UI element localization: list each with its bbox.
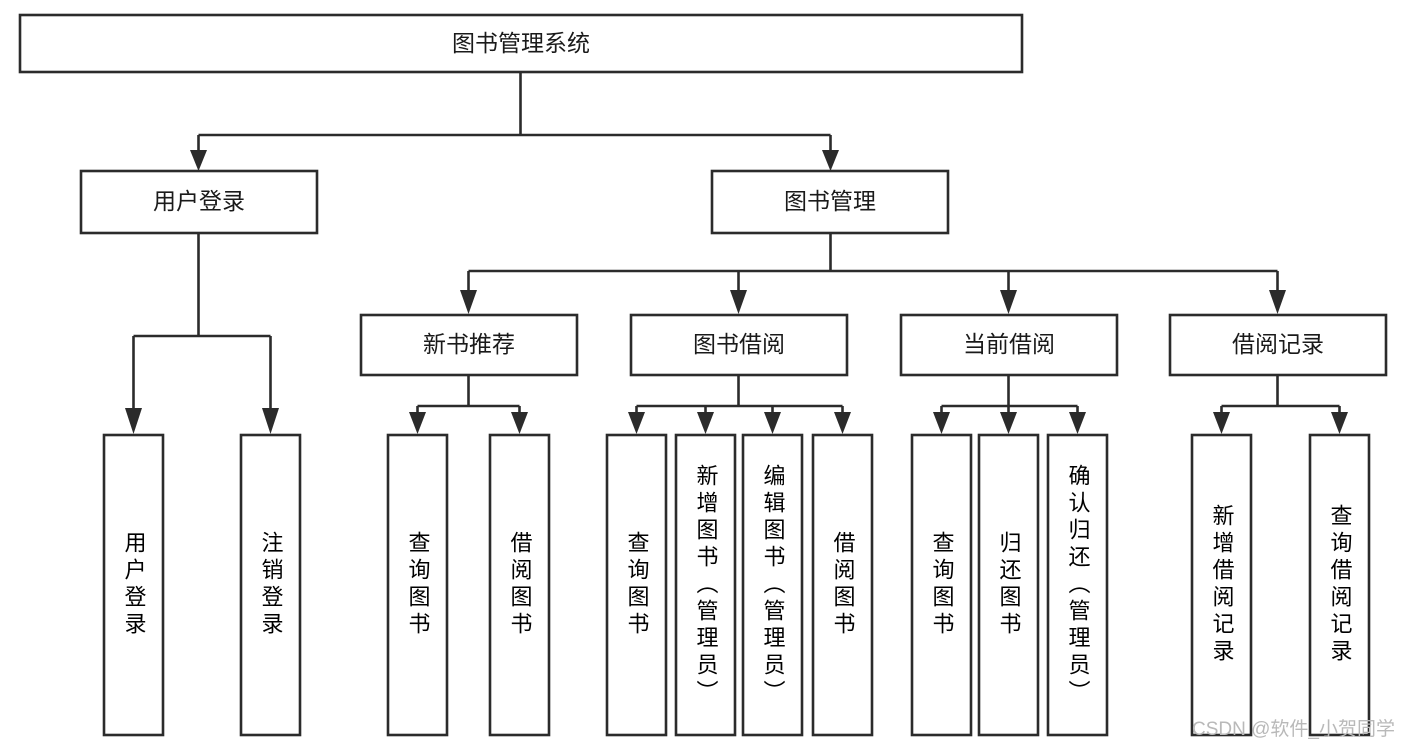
- arrow-head-leaf-borrow-book-2: [834, 412, 851, 434]
- node-current-borrow[interactable]: 当前借阅: [899, 313, 1119, 377]
- node-book-manage[interactable]: 图书管理: [710, 169, 950, 235]
- arrow-head-leaf-return-book: [1000, 412, 1017, 434]
- arrow-head-leaf-query-book-2: [628, 412, 645, 434]
- node-borrow-record-label: 借阅记录: [1232, 331, 1324, 357]
- arrow-head-book-manage: [822, 150, 839, 171]
- node-new-book-recommend-box[interactable]: [359, 313, 579, 377]
- arrow-head-new-book-recommend: [460, 290, 477, 314]
- node-leaf-user-login-box[interactable]: [102, 433, 165, 737]
- node-borrow-record[interactable]: 借阅记录: [1168, 313, 1388, 377]
- node-leaf-borrow-book-1-box[interactable]: [488, 433, 551, 737]
- node-leaf-borrow-book-2[interactable]: [811, 433, 874, 737]
- arrow-head-leaf-add-book: [697, 412, 714, 434]
- arrow-head-leaf-confirm-return: [1069, 412, 1086, 434]
- node-leaf-add-book[interactable]: [674, 433, 737, 737]
- node-leaf-query-book-1[interactable]: [386, 433, 449, 737]
- arrow-head-current-borrow: [1000, 290, 1017, 314]
- node-leaf-borrow-book-1[interactable]: [488, 433, 551, 737]
- node-leaf-query-book-2-box[interactable]: [605, 433, 668, 737]
- node-new-book-recommend-label: 新书推荐: [423, 331, 515, 357]
- node-leaf-add-record[interactable]: [1190, 433, 1253, 737]
- node-root-box[interactable]: [18, 13, 1024, 74]
- node-book-borrow-label: 图书借阅: [693, 331, 785, 357]
- node-leaf-borrow-book-2-box[interactable]: [811, 433, 874, 737]
- node-user-login[interactable]: 用户登录: [79, 169, 319, 235]
- node-leaf-user-logout-box[interactable]: [239, 433, 302, 737]
- node-borrow-record-box[interactable]: [1168, 313, 1388, 377]
- node-leaf-confirm-return[interactable]: [1046, 433, 1109, 737]
- arrow-head-user-login: [190, 150, 207, 171]
- arrow-head-leaf-query-book-1: [409, 412, 426, 434]
- node-leaf-user-logout[interactable]: [239, 433, 302, 737]
- node-leaf-edit-book[interactable]: [741, 433, 804, 737]
- node-leaf-edit-book-box[interactable]: [741, 433, 804, 737]
- arrow-head-leaf-query-record: [1331, 412, 1348, 434]
- node-leaf-query-record-box[interactable]: [1308, 433, 1371, 737]
- arrow-head-borrow-record: [1269, 290, 1286, 314]
- node-leaf-query-record[interactable]: [1308, 433, 1371, 737]
- arrow-head-leaf-user-login: [125, 408, 142, 434]
- node-leaf-query-book-1-box[interactable]: [386, 433, 449, 737]
- node-book-manage-label: 图书管理: [784, 188, 876, 214]
- arrow-head-book-borrow: [730, 290, 747, 314]
- node-leaf-confirm-return-box[interactable]: [1046, 433, 1109, 737]
- node-leaf-query-book-3[interactable]: [910, 433, 973, 737]
- node-root-label: 图书管理系统: [452, 30, 590, 56]
- node-current-borrow-label: 当前借阅: [963, 331, 1055, 357]
- node-user-login-box[interactable]: [79, 169, 319, 235]
- node-leaf-return-book-box[interactable]: [977, 433, 1040, 737]
- node-leaf-return-book[interactable]: [977, 433, 1040, 737]
- node-leaf-query-book-3-box[interactable]: [910, 433, 973, 737]
- arrow-head-leaf-query-book-3: [933, 412, 950, 434]
- node-leaf-query-book-2[interactable]: [605, 433, 668, 737]
- arrow-head-leaf-user-logout: [262, 408, 279, 434]
- node-book-manage-box[interactable]: [710, 169, 950, 235]
- node-leaf-add-record-box[interactable]: [1190, 433, 1253, 737]
- arrow-head-leaf-borrow-book-1: [511, 412, 528, 434]
- node-current-borrow-box[interactable]: [899, 313, 1119, 377]
- node-new-book-recommend[interactable]: 新书推荐: [359, 313, 579, 377]
- node-book-borrow-box[interactable]: [629, 313, 849, 377]
- node-user-login-label: 用户登录: [153, 188, 245, 214]
- node-leaf-user-login[interactable]: [102, 433, 165, 737]
- arrow-head-leaf-edit-book: [764, 412, 781, 434]
- connector-layer: [125, 72, 1348, 434]
- arrow-head-leaf-add-record: [1213, 412, 1230, 434]
- node-leaf-add-book-box[interactable]: [674, 433, 737, 737]
- node-root[interactable]: 图书管理系统: [18, 13, 1024, 74]
- node-book-borrow[interactable]: 图书借阅: [629, 313, 849, 377]
